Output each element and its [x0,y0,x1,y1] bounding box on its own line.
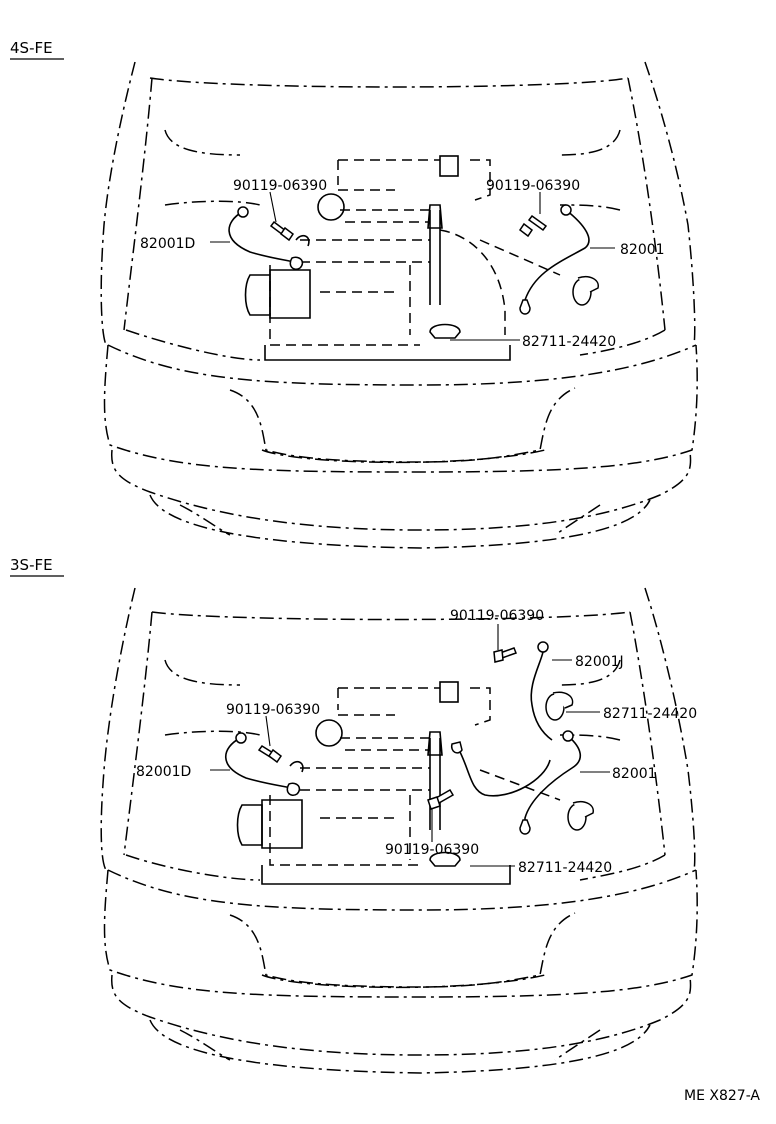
bottom-view-3s-fe: 3S-FE [10,556,698,1074]
part-label-bolt-left-bottom: 90119-06390 [226,702,320,718]
part-label-cable-left-top: 82001D [140,236,195,252]
part-label-cable-top-bottom: 82001J [575,654,624,670]
part-label-clamp-bottom-bottom: 82711-24420 [518,860,612,876]
leader-lines-bottom [210,624,610,867]
ground-cable-82001-top [519,204,590,315]
part-label-bolt-top-bottom: 90119-06390 [450,608,544,624]
part-label-clamp-top: 82711-24420 [522,334,616,350]
ground-cable-82001j-bottom [450,641,553,797]
part-label-clamp-top-bottom: 82711-24420 [603,706,697,722]
part-label-cable-right-bottom: 82001 [612,766,657,782]
ground-cable-82001-bottom [519,730,581,835]
ground-cable-82001d-top [228,206,310,270]
bolt-left-top [269,220,295,242]
part-label-bolt-center-bottom: 90119-06390 [385,842,479,858]
part-label-cable-left-bottom: 82001D [136,764,191,780]
clamp-bottom-bottom [567,801,594,831]
engine-assembly-top [244,155,561,361]
part-label-bolt-right-top: 90119-06390 [486,178,580,194]
figure-code: ME X827-A [684,1088,760,1104]
part-label-bolt-left-top: 90119-06390 [233,178,327,194]
bolt-center-bottom [427,788,455,810]
vehicle-body-outline-bottom [100,587,698,1074]
clamp-top [572,276,599,306]
vehicle-body-outline-top [100,61,698,549]
engine-assembly-bottom [236,681,561,885]
bolt-right-top [518,214,548,238]
ground-cable-82001d-bottom [225,732,304,796]
top-view-4s-fe: 4S-FE [10,39,698,549]
engine-label-4s-fe: 4S-FE [10,39,53,57]
clamp-top-bottom [545,691,574,721]
bolt-top-bottom [493,647,517,663]
engine-label-3s-fe: 3S-FE [10,556,53,574]
bolt-left-bottom [257,744,283,764]
part-label-cable-right-top: 82001 [620,242,665,258]
leader-lines-top [210,191,615,341]
